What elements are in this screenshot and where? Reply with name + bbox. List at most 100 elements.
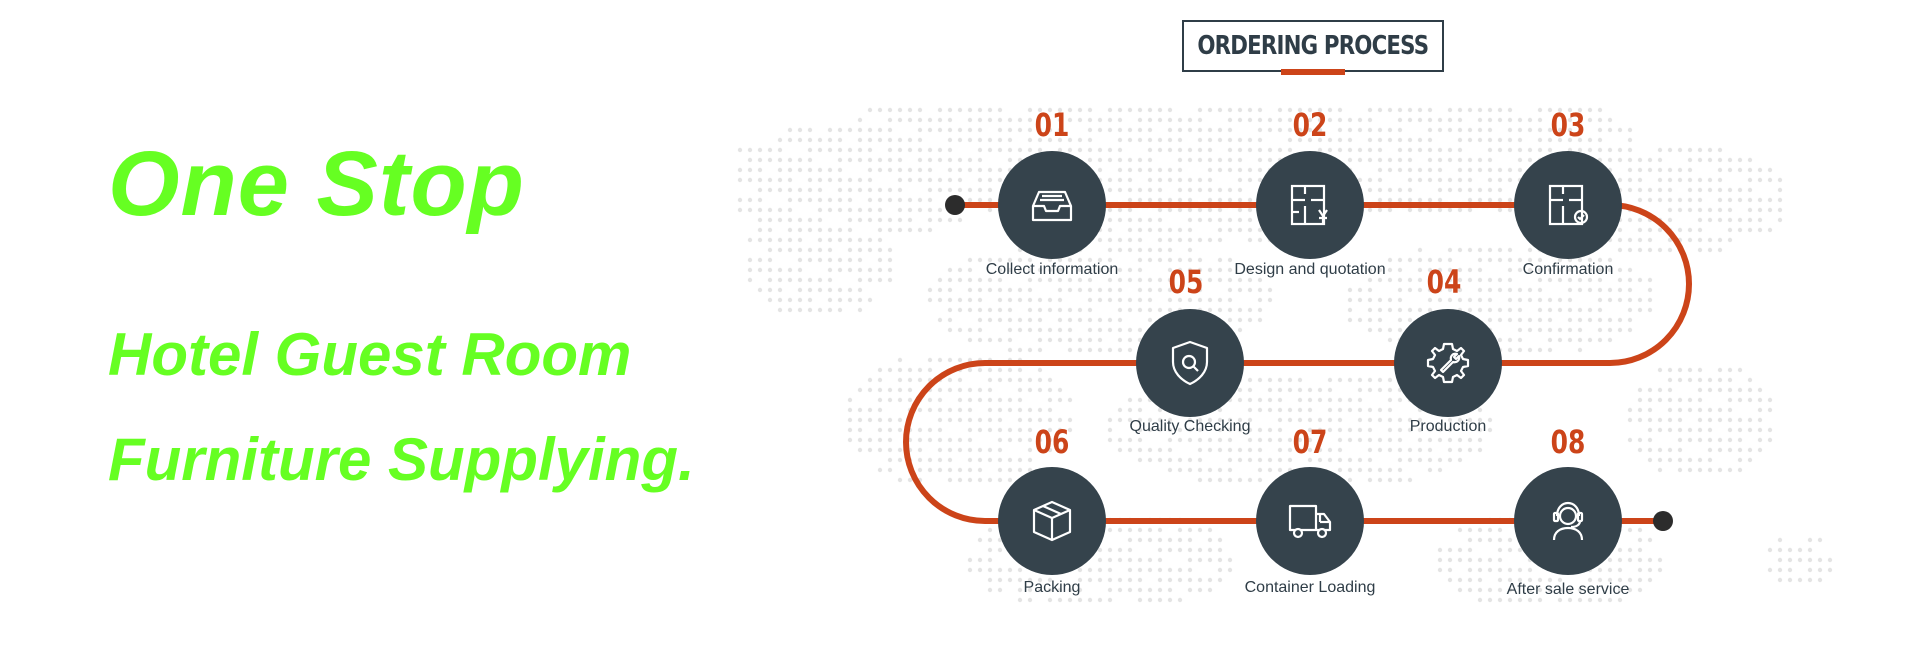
map-dot — [1397, 187, 1403, 193]
map-dot — [937, 287, 943, 293]
map-dot — [1027, 447, 1033, 453]
map-dot — [1757, 407, 1763, 413]
step-03-node — [1514, 151, 1622, 259]
map-dot — [1237, 167, 1243, 173]
map-dot — [1007, 377, 1013, 383]
map-dot — [787, 297, 793, 303]
map-dot — [1387, 447, 1393, 453]
map-dot — [1597, 307, 1603, 313]
map-dot — [1597, 147, 1603, 153]
map-dot — [1247, 117, 1253, 123]
map-dot — [1627, 127, 1633, 133]
map-dot — [1487, 307, 1493, 313]
map-dot — [1077, 147, 1083, 153]
map-dot — [1557, 307, 1563, 313]
step-08-number: 08 — [1550, 423, 1586, 461]
map-dot — [1627, 287, 1633, 293]
map-dot — [1287, 137, 1293, 143]
map-dot — [1287, 117, 1293, 123]
map-dot — [1127, 407, 1133, 413]
map-dot — [927, 117, 933, 123]
map-dot — [1697, 407, 1703, 413]
map-dot — [1357, 387, 1363, 393]
map-dot — [1167, 277, 1173, 283]
map-dot — [877, 407, 883, 413]
map-dot — [1457, 287, 1463, 293]
map-dot — [1407, 427, 1413, 433]
map-dot — [1167, 447, 1173, 453]
map-dot — [1607, 257, 1613, 263]
map-dot — [1517, 307, 1523, 313]
floorplan-yen-icon — [1290, 184, 1328, 226]
map-dot — [1747, 387, 1753, 393]
map-dot — [1467, 207, 1473, 213]
map-dot — [1167, 197, 1173, 203]
map-dot — [1677, 417, 1683, 423]
map-dot — [1427, 157, 1433, 163]
map-dot — [887, 247, 893, 253]
map-dot — [967, 357, 973, 363]
map-dot — [1437, 177, 1443, 183]
map-dot — [1157, 107, 1163, 113]
map-dot — [817, 177, 823, 183]
map-dot — [1007, 257, 1013, 263]
map-dot — [797, 187, 803, 193]
map-dot — [737, 177, 743, 183]
map-dot — [1717, 217, 1723, 223]
map-dot — [927, 367, 933, 373]
map-dot — [1147, 177, 1153, 183]
map-dot — [1407, 317, 1413, 323]
map-dot — [1707, 207, 1713, 213]
map-dot — [1577, 337, 1583, 343]
map-dot — [1127, 307, 1133, 313]
map-dot — [997, 317, 1003, 323]
map-dot — [1437, 117, 1443, 123]
map-dot — [1017, 417, 1023, 423]
map-dot — [1717, 197, 1723, 203]
map-dot — [1247, 177, 1253, 183]
map-dot — [937, 447, 943, 453]
map-dot — [1397, 277, 1403, 283]
map-dot — [1487, 137, 1493, 143]
map-dot — [1497, 337, 1503, 343]
map-dot — [1367, 327, 1373, 333]
map-dot — [1157, 227, 1163, 233]
map-dot — [1217, 267, 1223, 273]
map-dot — [1667, 197, 1673, 203]
map-dot — [1117, 417, 1123, 423]
map-dot — [1007, 367, 1013, 373]
map-dot — [1357, 397, 1363, 403]
map-dot — [1177, 157, 1183, 163]
map-dot — [957, 127, 963, 133]
map-dot — [887, 127, 893, 133]
map-dot — [967, 367, 973, 373]
map-dot — [837, 187, 843, 193]
map-dot — [957, 157, 963, 163]
map-dot — [1247, 237, 1253, 243]
map-dot — [1217, 297, 1223, 303]
map-dot — [1107, 437, 1113, 443]
map-dot — [1647, 227, 1653, 233]
map-dot — [1507, 137, 1513, 143]
map-dot — [1317, 447, 1323, 453]
map-dot — [1717, 187, 1723, 193]
map-dot — [1507, 287, 1513, 293]
map-dot — [1387, 437, 1393, 443]
map-dot — [827, 267, 833, 273]
map-dot — [1447, 157, 1453, 163]
map-dot — [857, 407, 863, 413]
map-dot — [907, 167, 913, 173]
map-dot — [1727, 417, 1733, 423]
map-dot — [1127, 327, 1133, 333]
map-dot — [897, 357, 903, 363]
map-dot — [1197, 207, 1203, 213]
map-dot — [1087, 277, 1093, 283]
map-dot — [937, 147, 943, 153]
map-dot — [1507, 167, 1513, 173]
map-dot — [1127, 437, 1133, 443]
map-dot — [967, 127, 973, 133]
map-dot — [1417, 117, 1423, 123]
map-dot — [1577, 327, 1583, 333]
map-dot — [1717, 367, 1723, 373]
map-dot — [1037, 347, 1043, 353]
